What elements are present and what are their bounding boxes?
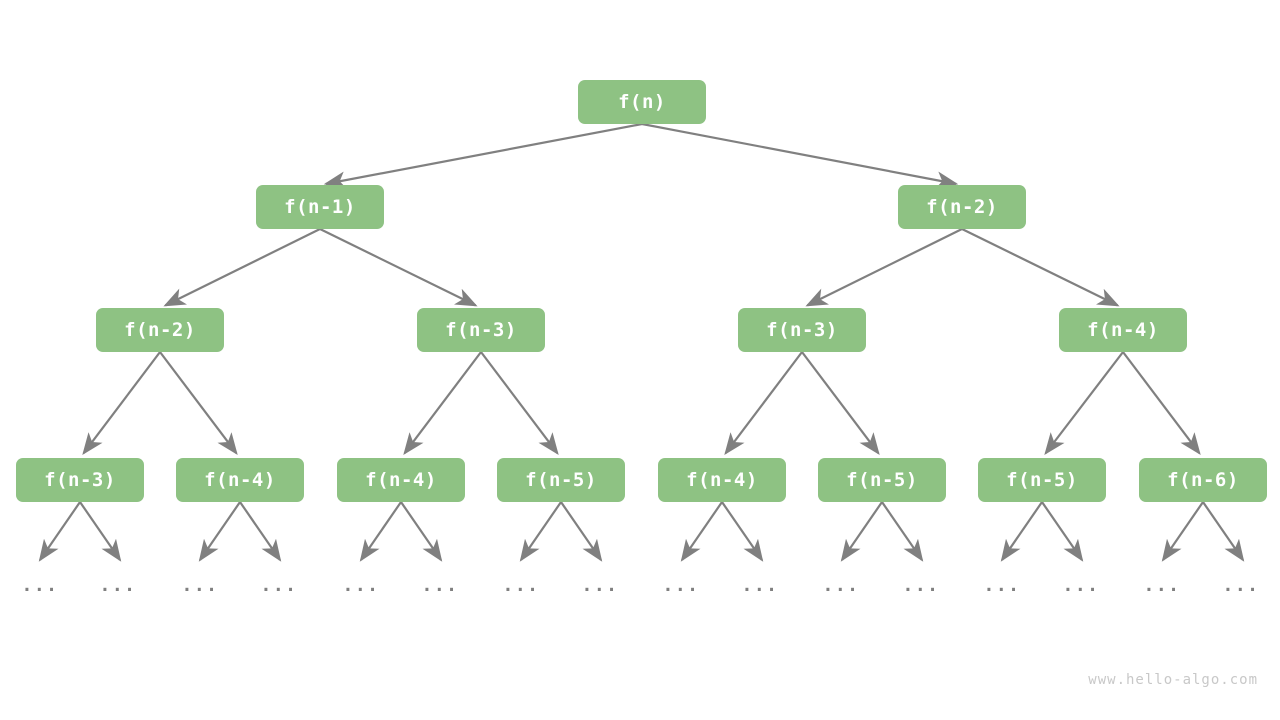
tree-node-l3-7: f(n-6)	[1139, 458, 1267, 502]
leaf-ellipsis-6: ...	[502, 575, 540, 596]
tree-node-label: f(n-6)	[1167, 469, 1239, 491]
tree-node-l2-2: f(n-3)	[738, 308, 866, 352]
leaf-edge-1-0	[198, 501, 241, 562]
tree-node-label: f(n-3)	[445, 319, 517, 341]
tree-node-label: f(n-5)	[1006, 469, 1078, 491]
leaf-edge-0-1	[79, 501, 122, 562]
edge-l2-0-0	[82, 351, 161, 455]
tree-node-l3-0: f(n-3)	[16, 458, 144, 502]
edge-l2-3-0	[1044, 351, 1124, 455]
tree-node-label: f(n-4)	[204, 469, 276, 491]
tree-node-label: f(n)	[618, 91, 666, 113]
tree-node-label: f(n-2)	[926, 196, 998, 218]
leaf-ellipsis-15: ...	[1222, 575, 1260, 596]
tree-node-l3-3: f(n-5)	[497, 458, 625, 502]
leaf-edge-2-0	[359, 501, 402, 562]
leaf-edge-4-0	[680, 501, 723, 562]
tree-node-l2-1: f(n-3)	[417, 308, 545, 352]
leaf-ellipsis-13: ...	[1062, 575, 1100, 596]
leaf-ellipsis-1: ...	[99, 575, 137, 596]
leaf-edge-7-0	[1161, 501, 1204, 562]
leaf-edge-2-1	[400, 501, 443, 562]
leaf-ellipsis-11: ...	[902, 575, 940, 596]
tree-node-label: f(n-5)	[846, 469, 918, 491]
leaf-ellipsis-5: ...	[421, 575, 459, 596]
leaf-ellipsis-10: ...	[822, 575, 860, 596]
tree-node-l3-4: f(n-4)	[658, 458, 786, 502]
leaf-edge-5-1	[881, 501, 924, 562]
leaf-ellipsis-2: ...	[181, 575, 219, 596]
edge-l2-1-0	[403, 351, 482, 455]
leaf-ellipsis-4: ...	[342, 575, 380, 596]
tree-node-l2-0: f(n-2)	[96, 308, 224, 352]
leaf-ellipsis-0: ...	[21, 575, 59, 596]
leaf-edge-3-0	[519, 501, 562, 562]
tree-node-label: f(n-1)	[284, 196, 356, 218]
tree-node-l0-0: f(n)	[578, 80, 706, 124]
leaf-edge-0-0	[38, 501, 81, 562]
leaf-edge-1-1	[239, 501, 282, 562]
tree-node-label: f(n-2)	[124, 319, 196, 341]
tree-node-l1-1: f(n-2)	[898, 185, 1026, 229]
tree-node-l3-2: f(n-4)	[337, 458, 465, 502]
tree-node-label: f(n-4)	[365, 469, 437, 491]
leaf-edge-3-1	[560, 501, 603, 562]
tree-node-label: f(n-3)	[44, 469, 116, 491]
tree-node-l2-3: f(n-4)	[1059, 308, 1187, 352]
edge-l2-2-1	[801, 351, 880, 455]
leaf-ellipsis-14: ...	[1143, 575, 1181, 596]
edge-l1-0-1	[319, 228, 478, 307]
tree-node-l3-6: f(n-5)	[978, 458, 1106, 502]
tree-node-label: f(n-4)	[1087, 319, 1159, 341]
tree-node-l3-1: f(n-4)	[176, 458, 304, 502]
edge-l1-0-0	[163, 228, 321, 307]
edges-group	[38, 122, 1245, 562]
watermark-label: www.hello-algo.com	[1088, 672, 1258, 688]
leaf-ellipsis-3: ...	[260, 575, 298, 596]
tree-node-label: f(n-5)	[525, 469, 597, 491]
edge-l2-3-1	[1122, 351, 1201, 455]
tree-node-label: f(n-3)	[766, 319, 838, 341]
edge-l1-1-0	[805, 228, 963, 307]
tree-node-l3-5: f(n-5)	[818, 458, 946, 502]
leaf-edge-6-1	[1041, 501, 1084, 562]
leaf-ellipsis-8: ...	[662, 575, 700, 596]
leaf-ellipsis-12: ...	[983, 575, 1021, 596]
edge-l2-2-0	[724, 351, 803, 455]
leaf-edge-7-1	[1202, 501, 1245, 562]
edge-l2-1-1	[480, 351, 559, 455]
leaf-edge-4-1	[721, 501, 764, 562]
leaf-ellipsis-7: ...	[581, 575, 619, 596]
leaf-edge-5-0	[840, 501, 883, 562]
tree-node-label: f(n-4)	[686, 469, 758, 491]
edge-l2-0-1	[159, 351, 238, 455]
edge-l1-1-1	[961, 228, 1120, 307]
leaf-ellipsis-9: ...	[741, 575, 779, 596]
edge-l0-0-0	[323, 122, 643, 189]
edge-l0-0-1	[641, 122, 959, 189]
tree-node-l1-0: f(n-1)	[256, 185, 384, 229]
leaf-edge-6-0	[1000, 501, 1043, 562]
